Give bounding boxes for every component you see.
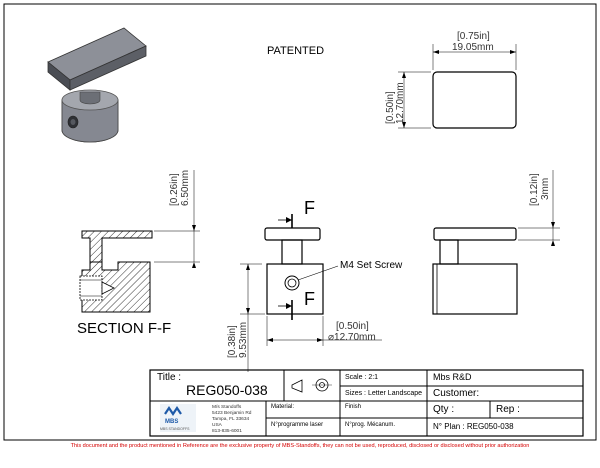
front-view [240, 214, 382, 372]
side-view [432, 170, 560, 315]
dim-front-height-mm: 9.53mm [238, 321, 249, 358]
dim-front-dia-in: [0.50in] [336, 321, 369, 332]
dim-front-height-in-text: 0.38in [227, 327, 238, 356]
company-logo-sub: MBS STANDOFFS [160, 427, 190, 431]
dim-side-height-mm: 3mm [540, 177, 551, 200]
mech-program-label: N°prog. Mécanum. [345, 422, 396, 428]
material-label: Material: [271, 404, 295, 410]
address-line: M/s Standoffs [212, 405, 242, 410]
dim-front-height-in: [0.38in] [227, 325, 238, 358]
dim-section-height-in: [0.26in] [169, 173, 180, 206]
dim-top-width-in: [0.75in] [457, 31, 490, 42]
address-line: 5423 Benjamin Rd [212, 411, 252, 416]
disclaimer-text: This document and the product mentioned … [70, 443, 530, 449]
dim-top-width-mm: 19.05mm [452, 42, 494, 53]
dim-front-dia-mm: ⌀12.70mm [328, 332, 376, 343]
address-line: Tampa, FL 33634 [212, 417, 250, 422]
section-title: SECTION F-F [77, 320, 172, 337]
dim-side-height-in-text: 0.12in [529, 175, 540, 204]
company-address: M/s Standoffs 5423 Benjamin Rd Tampa, FL… [212, 405, 251, 435]
dim-top-width-in-text: 0.75in [459, 31, 488, 42]
sheet-border [3, 3, 597, 441]
section-view [79, 170, 200, 313]
dim-top-height-mm: 12.70mm [395, 82, 406, 124]
set-screw-callout: M4 Set Screw [340, 260, 403, 271]
section-mark-top: F [304, 198, 315, 218]
rep-label: Rep : [496, 404, 520, 415]
patented-label: PATENTED [267, 45, 325, 57]
title-block [149, 369, 584, 437]
customer-label: Customer: [433, 388, 480, 399]
title-value: REG050-038 [186, 382, 268, 398]
top-view [398, 44, 517, 129]
finish-label: Finish [345, 404, 362, 410]
sizes-label: Sizes : Letter Landscape [345, 390, 423, 397]
dim-section-height-in-text: 0.26in [169, 175, 180, 204]
address-line: 813-835-6001 [212, 429, 242, 434]
dim-section-height-mm: 6.50mm [180, 169, 191, 206]
company-logo: MBS [165, 419, 179, 425]
address-line: USA [212, 423, 222, 428]
qty-label: Qty : [433, 404, 455, 415]
dim-side-height-in: [0.12in] [529, 173, 540, 206]
laser-program-label: N°programme laser [271, 422, 324, 428]
dim-front-dia-in-text: 0.50in [338, 321, 367, 332]
isometric-view [47, 27, 147, 143]
title-label: Title : [157, 372, 182, 383]
plan-number: N° Plan : REG050-038 [433, 422, 514, 431]
scale-label: Scale : 2:1 [345, 374, 379, 381]
section-mark-bottom: F [304, 289, 315, 309]
company-label: Mbs R&D [433, 372, 472, 382]
